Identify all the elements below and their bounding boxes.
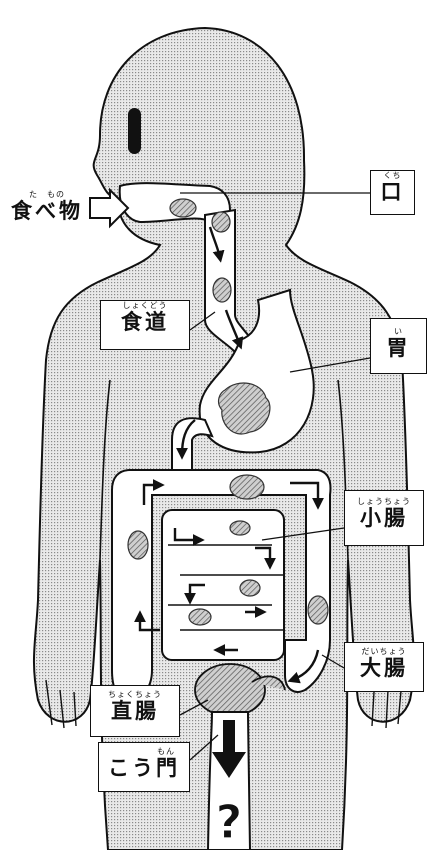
mouth-label-ruby: くち	[371, 171, 414, 180]
stomach-label-ruby: い	[371, 327, 426, 336]
food-label-text: 食べ物	[8, 199, 86, 223]
food-label: た もの 食べ物	[8, 190, 86, 223]
question-mark: ?	[216, 795, 243, 849]
anus-label: もん こう門	[98, 742, 190, 792]
eye	[128, 108, 141, 154]
anus-label-ruby: もん	[99, 747, 189, 756]
large-intestine-label-ruby: だいちょう	[345, 647, 423, 656]
esophagus-label-ruby: しょくどう	[101, 301, 189, 310]
rectum-label-ruby: ちょくちょう	[91, 690, 179, 699]
small-intestine-label-text: 小腸	[345, 506, 423, 530]
mouth-label: くち 口	[370, 170, 415, 215]
anus-label-text: こう門	[99, 756, 189, 780]
rectum-label-text: 直腸	[91, 699, 179, 723]
esophagus-label-text: 食道	[101, 310, 189, 334]
rectum-shape	[195, 664, 265, 716]
stomach-label-text: 胃	[371, 336, 426, 360]
small-intestine-shape	[162, 510, 284, 660]
mouth-label-text: 口	[371, 180, 414, 204]
large-intestine-label: だいちょう 大腸	[344, 642, 424, 692]
small-intestine-label: しょうちょう 小腸	[344, 490, 424, 546]
large-intestine-label-text: 大腸	[345, 656, 423, 680]
food-label-ruby: た もの	[8, 190, 86, 199]
rectum-label: ちょくちょう 直腸	[90, 685, 180, 737]
esophagus-label: しょくどう 食道	[100, 300, 190, 350]
small-intestine-label-ruby: しょうちょう	[345, 497, 423, 506]
stomach-label: い 胃	[370, 318, 427, 374]
